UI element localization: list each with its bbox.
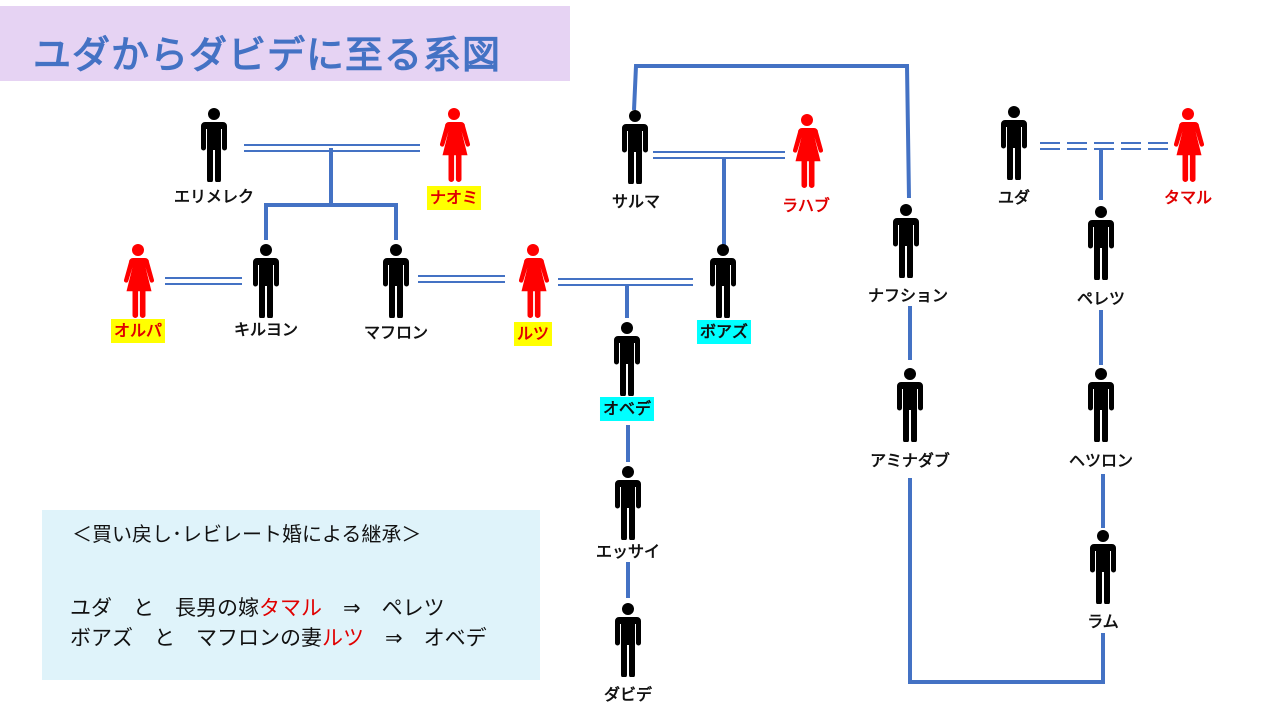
jesse-male-icon (615, 466, 641, 540)
page-title: ユダからダビデに至る系図 (33, 33, 502, 77)
note-line1-part-a: ユダ と 長男の嫁 (70, 596, 259, 620)
naomi-female-icon (439, 108, 471, 182)
label-rahab: ラハブ (782, 196, 830, 215)
label-obed: オベデ (599, 397, 655, 421)
label-boaz: ボアズ (696, 320, 752, 344)
hezron-male-icon (1088, 368, 1114, 442)
orpah-female-icon (123, 244, 155, 318)
note-title: ＜買い戻し･レビレート婚による継承＞ (72, 522, 422, 546)
label-naomi: ナオミ (426, 186, 482, 210)
label-mahlon: マフロン (363, 323, 429, 342)
mahlon-male-icon (383, 244, 409, 318)
note-line2-part-c: ⇒ オベデ (364, 626, 487, 650)
nahshon-male-icon (893, 204, 919, 278)
elimelech-male-icon (201, 108, 227, 182)
label-ram: ラム (1087, 612, 1119, 631)
perez-male-icon (1088, 206, 1114, 280)
descent-line-amminadab (908, 478, 1105, 684)
label-hezron: ヘツロン (1068, 451, 1134, 470)
note-line-judah-tamar: ユダ と 長男の嫁タマル ⇒ ペレツ (70, 592, 445, 622)
rahab-female-icon (792, 114, 824, 188)
label-salma: サルマ (611, 192, 661, 211)
note-line1-highlight: タマル (259, 596, 322, 620)
salma-male-icon (622, 110, 648, 184)
label-tamar: タマル (1163, 188, 1213, 207)
kilion-male-icon (253, 244, 279, 318)
label-ruth: ルツ (513, 322, 553, 346)
label-perez: ペレツ (1076, 289, 1126, 308)
label-amminadab: アミナダブ (870, 451, 950, 470)
david-male-icon (615, 603, 641, 677)
label-david: ダビデ (603, 685, 653, 704)
note-line2-part-a: ボアズ と マフロンの妻 (70, 626, 322, 650)
note-line2-highlight: ルツ (322, 626, 364, 650)
boaz-male-icon (710, 244, 736, 318)
label-jesse: エッサイ (595, 542, 661, 561)
note-line1-part-c: ⇒ ペレツ (322, 596, 445, 620)
tamar-female-icon (1173, 108, 1205, 182)
inheritance-note-box: ＜買い戻し･レビレート婚による継承＞ ユダ と 長男の嫁タマル ⇒ ペレツ ボア… (42, 510, 540, 680)
label-kilion: キルヨン (233, 320, 299, 339)
obed-male-icon (614, 322, 640, 396)
ram-male-icon (1090, 530, 1116, 604)
amminadab-male-icon (897, 368, 923, 442)
label-nahshon: ナフション (867, 286, 949, 305)
note-line-boaz-ruth: ボアズ と マフロンの妻ルツ ⇒ オベデ (70, 622, 487, 652)
ruth-female-icon (518, 244, 550, 318)
label-judah: ユダ (997, 188, 1031, 207)
descent-line-salma (632, 64, 911, 199)
label-orpah: オルパ (110, 319, 166, 343)
label-elimelech: エリメレク (173, 187, 255, 206)
title-banner: ユダからダビデに至る系図 (0, 6, 570, 81)
judah-male-icon (1001, 106, 1027, 180)
